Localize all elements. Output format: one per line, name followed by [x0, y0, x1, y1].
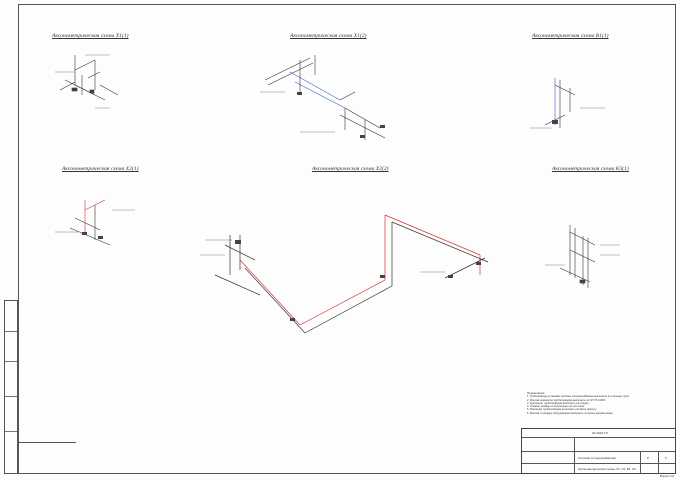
sheet-number: 6 — [665, 456, 667, 460]
note-line: 4. Отметки указаны относительно чистого … — [527, 405, 585, 409]
title-block: 20-2023-ТХ Система холодоснабжения Аксон… — [521, 428, 676, 474]
note-line: 6. Монтаж и наладку оборудования выполни… — [527, 411, 614, 415]
system-title: Система холодоснабжения — [578, 456, 616, 460]
notes-header: Примечания — [527, 391, 545, 395]
note-line: 5. Изоляцию трубопроводов выполнить согл… — [527, 408, 597, 412]
diagram-x2 — [55, 199, 135, 246]
side-strip — [4, 300, 18, 474]
format-label: Формат А3 — [659, 474, 674, 478]
note-line: 1. Трубопроводы установки системы холодо… — [527, 395, 630, 399]
diagram-v1 — [530, 78, 605, 129]
diagram-x2-2 — [200, 214, 489, 334]
document-code: 20-2023-ТХ — [592, 431, 608, 435]
diagram-x1 — [55, 54, 119, 109]
sheet-label: Аксонометрические схемы Х1, Х2, В1, К3 — [578, 467, 636, 471]
scheme-title-k3: Аксонометрическая схема К3(1) — [552, 166, 629, 172]
stage: Р — [647, 456, 650, 460]
note-line: 2. Монтаж элементов трубопроводов выполн… — [527, 398, 606, 402]
scheme-title-x2: Аксонометрическая схема Х2(1) — [62, 166, 139, 172]
note-line: 3. Крепление трубопроводов выполнить на … — [527, 401, 590, 405]
revision-table — [18, 442, 76, 475]
drawing-frame — [18, 4, 676, 474]
scheme-title-x2-2: Аксонометрическая схема Х2(2) — [312, 166, 389, 172]
scheme-title-x1: Аксонометрическая схема Х1(1) — [52, 33, 129, 39]
diagram-k3 — [545, 225, 620, 288]
scheme-title-x1-2: Аксонометрическая схема Х1(2) — [290, 33, 367, 39]
diagram-x1-2 — [260, 55, 386, 140]
scheme-title-v1: Аксонометрическая схема В1(1) — [532, 33, 609, 39]
notes-block: Примечания 1. Трубопроводы установки сис… — [527, 391, 677, 415]
